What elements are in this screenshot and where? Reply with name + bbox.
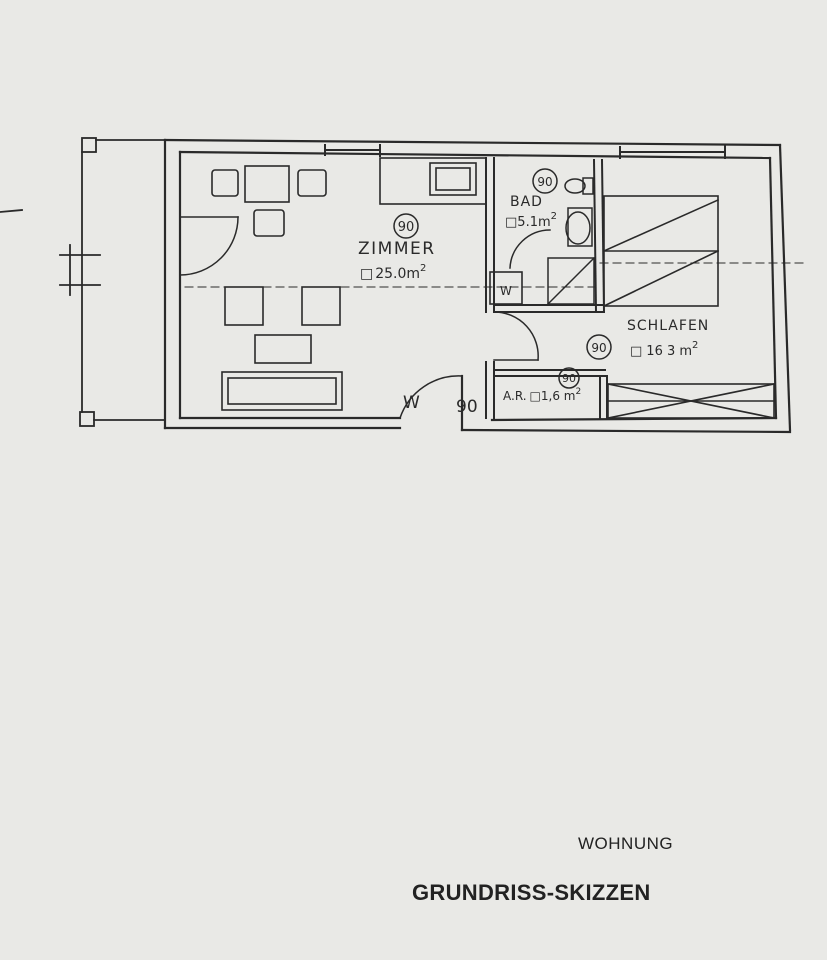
ar-area-unit: 2 <box>575 387 581 397</box>
entry-w-mark: W <box>403 393 420 413</box>
ar-area-value: 1,6 m <box>541 389 576 403</box>
ar-label: A.R.□1,6 m2 <box>503 387 581 403</box>
zimmer-area-value: 25.0m <box>375 266 420 282</box>
sheet-subtitle: WOHNUNG <box>578 834 674 853</box>
schlafen-name: SCHLAFEN <box>627 318 709 334</box>
schlafen-area-prefix: □ <box>630 344 642 359</box>
ar-name: A.R. <box>503 389 527 403</box>
schlafen-area-unit: 2 <box>692 340 698 351</box>
bad-area-prefix: □ <box>505 215 517 230</box>
zimmer-area: □25.0m2 <box>360 263 426 282</box>
bad-area: □5.1m2 <box>505 211 557 230</box>
entry-width-mark: 90 <box>456 397 478 417</box>
bedroom-furniture <box>602 195 775 419</box>
schlafen-area-value: 16 3 m <box>646 344 692 359</box>
zimmer-furniture <box>211 157 487 411</box>
ar-area-prefix: □ <box>530 389 541 403</box>
doors <box>179 216 551 419</box>
zimmer-area-unit: 2 <box>420 263 426 274</box>
windows <box>324 144 726 159</box>
bad-tag: 90 <box>537 175 552 189</box>
zimmer-area-prefix: □ <box>360 266 373 282</box>
sheet-title: GRUNDRISS-SKIZZEN <box>412 880 651 905</box>
bad-area-unit: 2 <box>551 211 557 222</box>
bath-fixtures <box>546 177 596 306</box>
balcony <box>0 137 166 427</box>
wardrobe-mark: W <box>500 284 512 298</box>
schlafen-tag: 90 <box>591 341 606 355</box>
bad-name: BAD <box>510 194 543 210</box>
wardrobe <box>489 271 523 305</box>
ar-tag: 90 <box>562 372 576 385</box>
height-tags <box>393 168 612 389</box>
schlafen-area: □ 16 3 m2 <box>630 340 698 359</box>
bad-area-value: 5.1m <box>517 215 550 230</box>
outer-walls <box>163 138 792 434</box>
zimmer-tag: 90 <box>398 220 415 235</box>
zimmer-name: ZIMMER <box>358 239 436 259</box>
